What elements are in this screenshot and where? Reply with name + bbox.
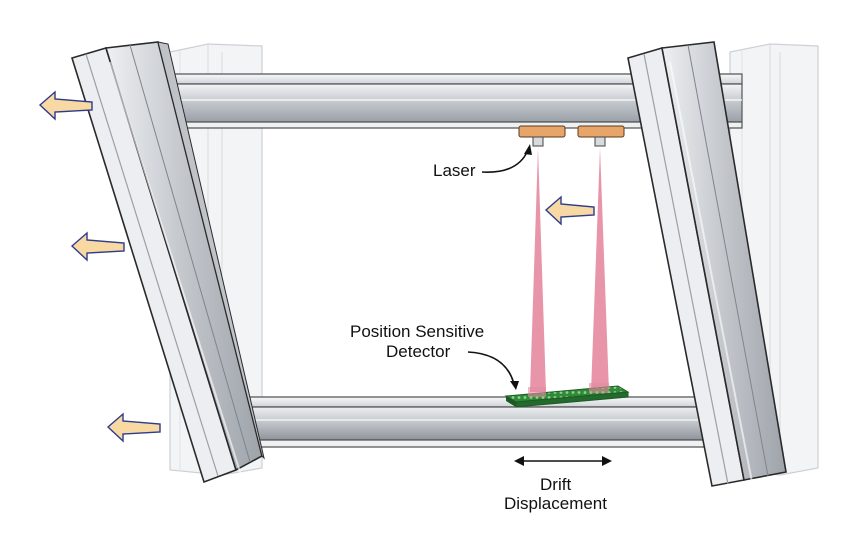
left-column bbox=[70, 41, 265, 484]
double-arrow-icon bbox=[514, 456, 612, 466]
laser-beam-right bbox=[591, 148, 609, 392]
drift-label-line2: Displacement bbox=[504, 494, 607, 513]
detector-label-line1: Position Sensitive bbox=[350, 322, 484, 341]
right-column bbox=[627, 41, 787, 487]
laser-left bbox=[518, 125, 566, 147]
curved-arrow-icon bbox=[481, 144, 532, 173]
laser-label: Laser bbox=[433, 161, 476, 180]
laser-beam-left bbox=[530, 148, 546, 392]
arrow-left-icon bbox=[70, 231, 125, 262]
detector-label-line2: Detector bbox=[386, 342, 451, 361]
position-sensitive-detector bbox=[504, 383, 630, 408]
bottom-beam bbox=[201, 396, 731, 448]
laser-right bbox=[577, 125, 625, 147]
arrow-left-icon bbox=[38, 90, 93, 121]
arrow-left-icon bbox=[544, 195, 595, 226]
drift-label-line1: Drift bbox=[540, 475, 571, 494]
curved-arrow-icon bbox=[467, 351, 519, 390]
arrow-left-icon bbox=[106, 412, 161, 443]
